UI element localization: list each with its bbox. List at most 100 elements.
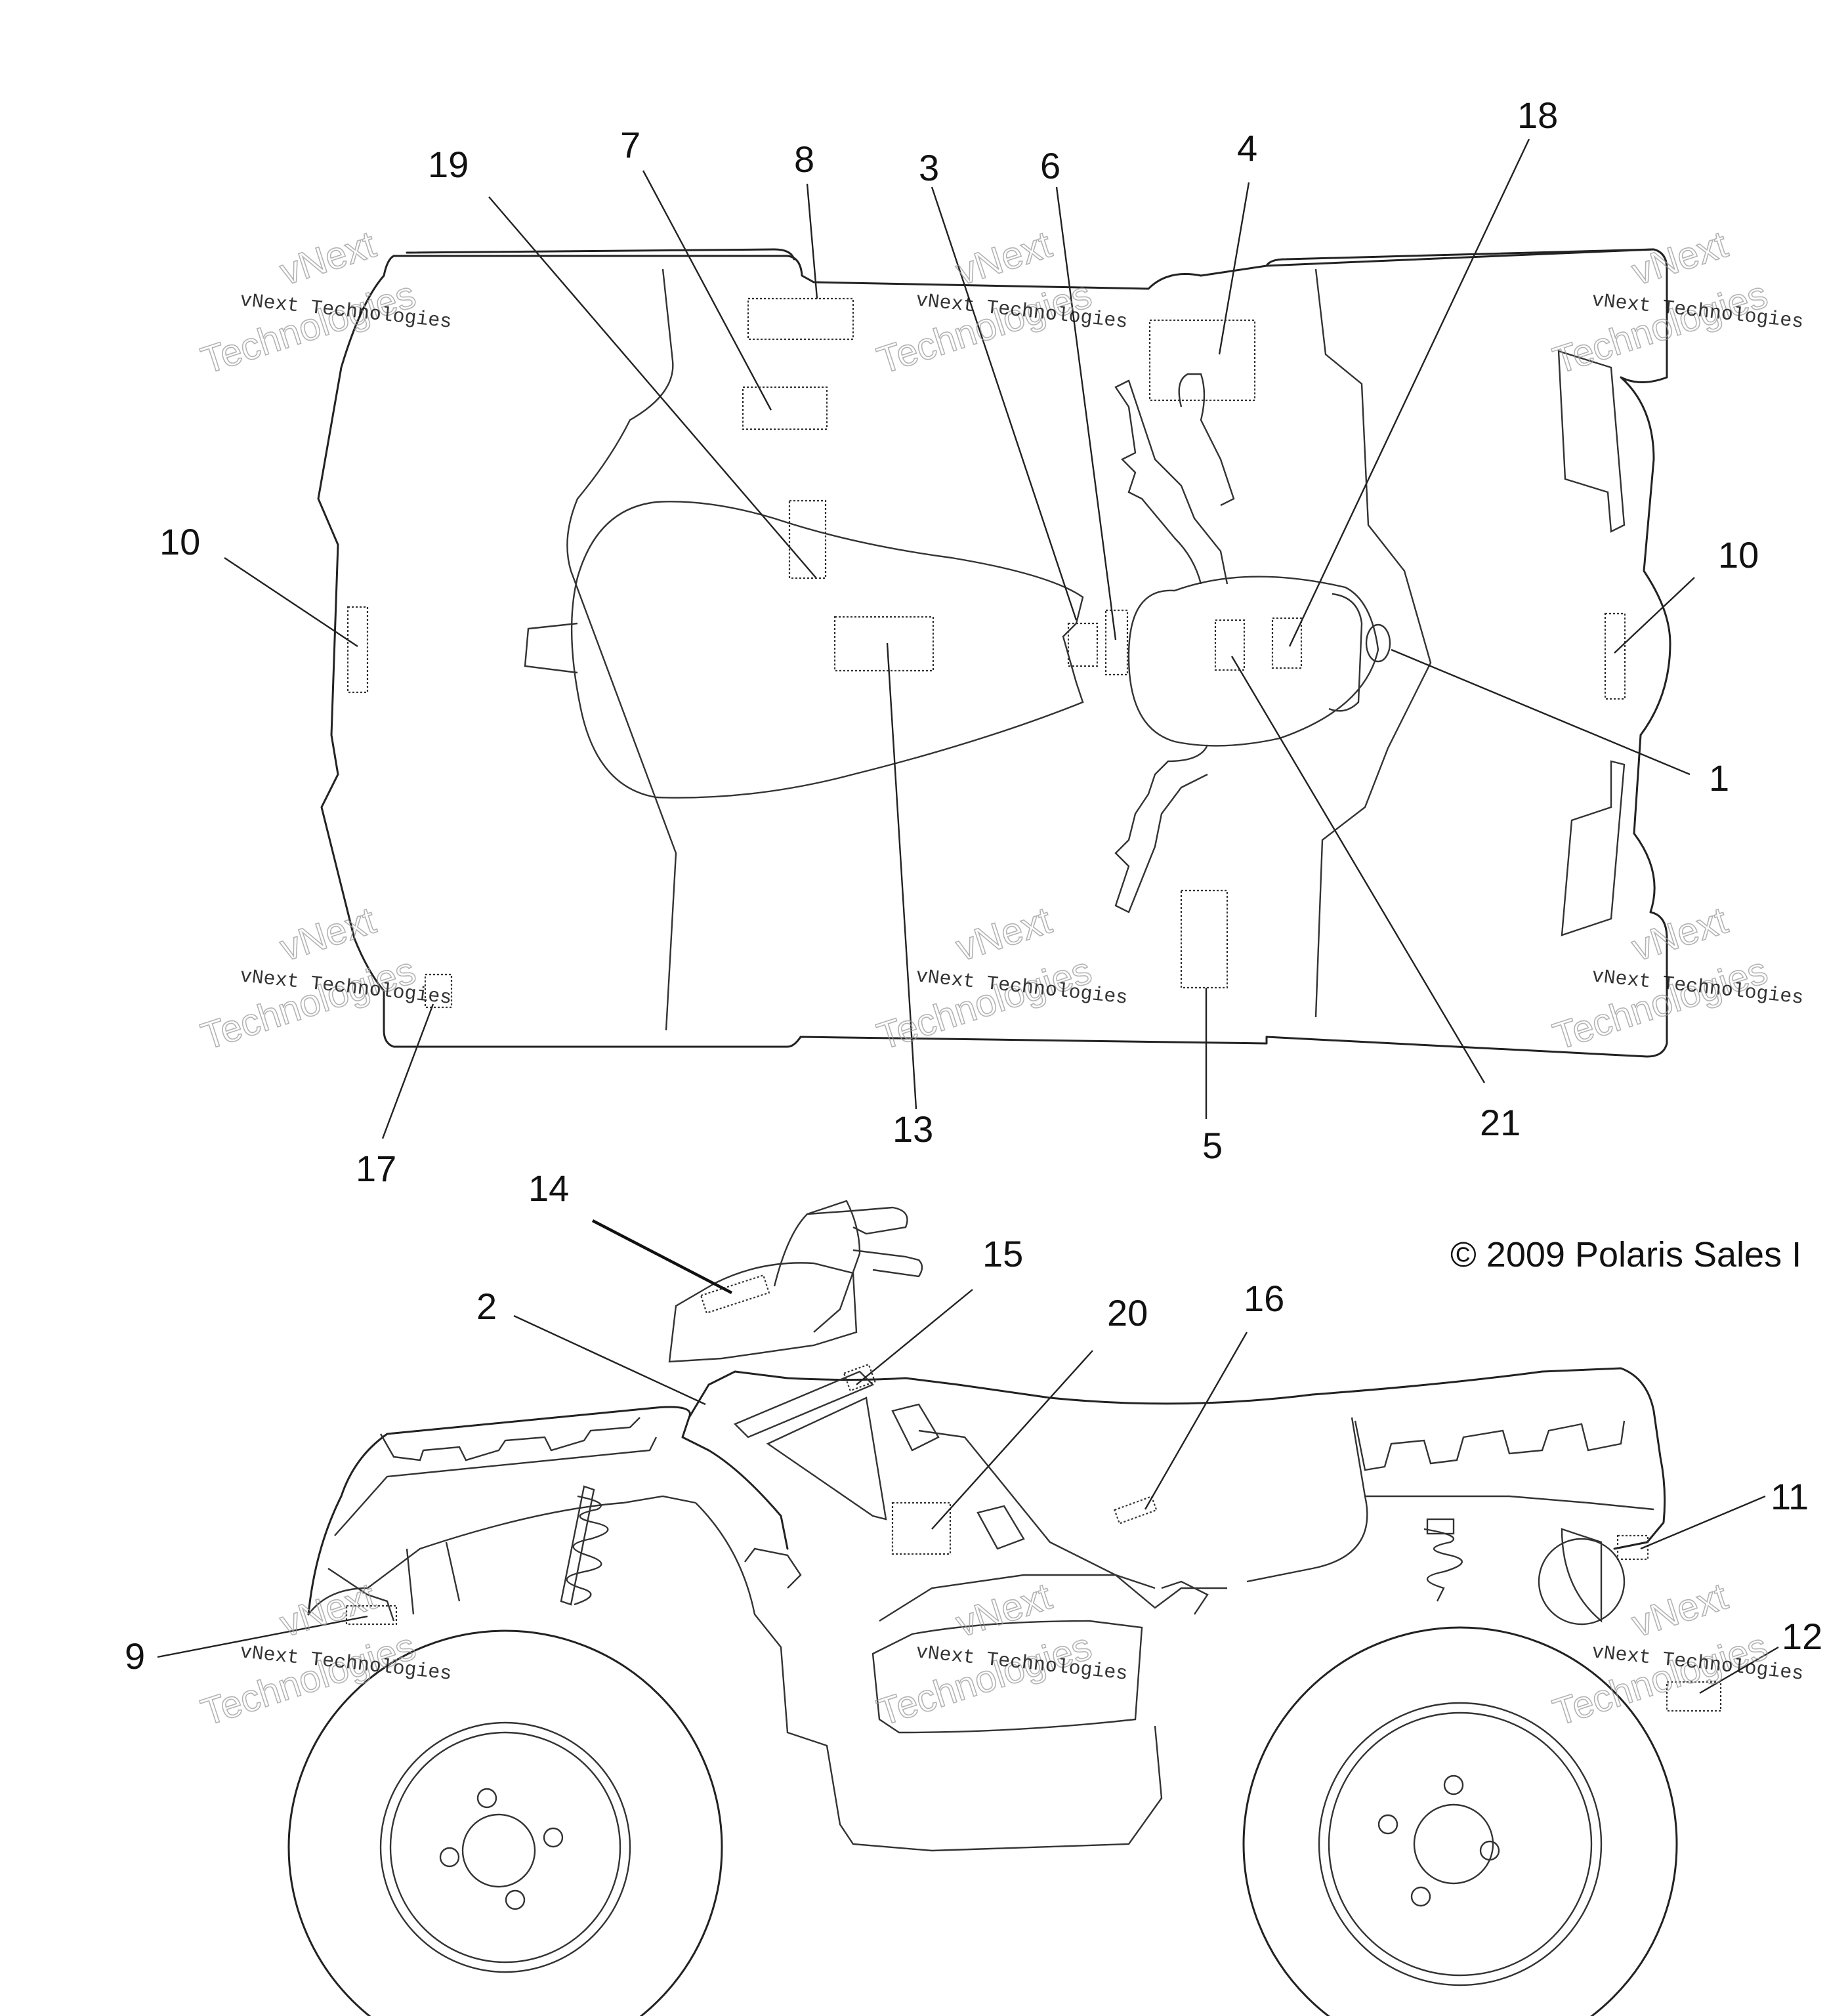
decal-10-rear-rect — [346, 606, 369, 694]
svg-text:vNext: vNext — [275, 1575, 381, 1646]
svg-text:Technologies: Technologies — [1548, 273, 1773, 382]
decal-19-rect — [788, 499, 827, 579]
rear-lug-3 — [1479, 1840, 1500, 1861]
decal-12-rect — [1666, 1681, 1722, 1712]
svg-text:vNext: vNext — [275, 899, 381, 970]
leader-11 — [1640, 1495, 1766, 1550]
rear-shock-mount — [1426, 1518, 1455, 1535]
callout-labels: 19 7 8 3 6 4 18 10 10 1 13 5 21 17 14 15… — [125, 94, 1822, 1677]
front-rack — [379, 1417, 640, 1461]
rear-lug-1 — [1443, 1774, 1464, 1796]
callout-15: 15 — [982, 1233, 1023, 1274]
callout-6: 6 — [1040, 145, 1060, 186]
steering-head — [1127, 576, 1379, 747]
decal-13-rect — [833, 616, 934, 672]
decal-9-rect — [345, 1605, 398, 1626]
leader-10-front — [1614, 577, 1695, 654]
callout-12: 12 — [1782, 1616, 1822, 1657]
decal-17-rect — [424, 973, 453, 1009]
callout-8: 8 — [794, 138, 814, 180]
front-rim — [379, 1721, 631, 1973]
front-shock-spring — [566, 1495, 609, 1606]
front-lug-1 — [476, 1788, 497, 1809]
fender-flare-rear — [1161, 1580, 1209, 1615]
handlebar-stem — [773, 1200, 861, 1333]
leader-15 — [856, 1289, 973, 1385]
seat-rear-notch — [524, 622, 578, 674]
rear-fender-lower — [1246, 1417, 1654, 1583]
leader-13 — [886, 642, 917, 1110]
leader-19 — [488, 196, 816, 578]
tank-arrow — [766, 1396, 887, 1521]
rear-tire — [1242, 1626, 1678, 2016]
leader-16 — [1144, 1332, 1248, 1510]
svg-text:Technologies: Technologies — [196, 1625, 421, 1734]
callout-10-rear: 10 — [159, 521, 200, 562]
front-vent-upper — [1557, 350, 1626, 533]
callout-21: 21 — [1480, 1102, 1521, 1143]
decal-18-rect — [1271, 617, 1303, 669]
watermark-3: vNext Technologies vNext Technologies — [1547, 222, 1805, 383]
rear-rack-line — [566, 268, 677, 1031]
front-lug-3 — [439, 1847, 460, 1868]
front-rack-line — [1314, 268, 1432, 1018]
rear-lug-2 — [1377, 1814, 1398, 1835]
front-hub — [461, 1813, 536, 1888]
svg-text:Technologies: Technologies — [872, 1625, 1097, 1734]
svg-text:Technologies: Technologies — [872, 949, 1097, 1058]
headlight-pod — [1328, 593, 1363, 712]
svg-text:vNext: vNext — [951, 899, 1057, 970]
callout-17: 17 — [356, 1148, 396, 1189]
leader-10-rear — [224, 557, 358, 647]
rear-hub — [1413, 1803, 1494, 1885]
side-view — [287, 1200, 1722, 2016]
callout-20: 20 — [1107, 1292, 1148, 1334]
callout-5: 5 — [1202, 1125, 1223, 1166]
svg-text:vNext: vNext — [1627, 1575, 1732, 1646]
callout-13: 13 — [892, 1108, 933, 1150]
callout-3: 3 — [919, 147, 939, 188]
handlebar-grip — [807, 1206, 908, 1235]
callout-11: 11 — [1771, 1476, 1809, 1517]
watermark-1: vNext Technologies vNext Technologies — [196, 222, 453, 383]
callout-14: 14 — [528, 1167, 569, 1209]
callout-2: 2 — [476, 1286, 497, 1327]
top-view — [317, 248, 1671, 1058]
svg-text:Technologies: Technologies — [196, 273, 421, 382]
rear-lamp — [1561, 1528, 1603, 1623]
leader-9 — [157, 1615, 368, 1658]
handlebar-lever — [852, 1249, 923, 1278]
leader-18 — [1288, 138, 1530, 647]
rear-rim-inner — [1328, 1712, 1593, 1977]
watermark-2: vNext Technologies vNext Technologies — [872, 222, 1129, 383]
svg-text:Technologies: Technologies — [1548, 949, 1773, 1058]
svg-text:vNext: vNext — [1627, 899, 1732, 970]
svg-text:Technologies: Technologies — [872, 273, 1097, 382]
callout-18: 18 — [1517, 94, 1558, 136]
callout-4: 4 — [1237, 127, 1257, 169]
front-rim-inner — [389, 1731, 621, 1964]
front-rack-lower — [334, 1437, 658, 1536]
leader-14 — [591, 1219, 733, 1294]
decal-7-rect — [742, 386, 828, 430]
handlebar-left-grip — [1178, 373, 1235, 507]
leader-17 — [381, 1003, 434, 1139]
svg-text:Technologies: Technologies — [1548, 1625, 1773, 1734]
rear-rim — [1318, 1702, 1603, 1986]
front-grille — [327, 1542, 461, 1622]
decal-4-rect — [1148, 319, 1256, 402]
front-fender — [307, 1406, 789, 1616]
frame-line — [879, 1574, 1156, 1622]
watermark-4: vNext Technologies vNext Technologies — [196, 898, 453, 1059]
rear-hitch-ball — [1538, 1538, 1626, 1626]
front-lug-2 — [543, 1827, 564, 1848]
svg-text:vNext: vNext — [275, 223, 381, 294]
leader-21 — [1230, 656, 1486, 1083]
front-tire — [287, 1629, 723, 2016]
decal-11-rect — [1616, 1534, 1649, 1561]
side-vent — [891, 1403, 940, 1452]
handlebar-pod — [668, 1262, 858, 1363]
rear-fender-outline — [317, 248, 1671, 1058]
callout-19: 19 — [428, 144, 469, 185]
